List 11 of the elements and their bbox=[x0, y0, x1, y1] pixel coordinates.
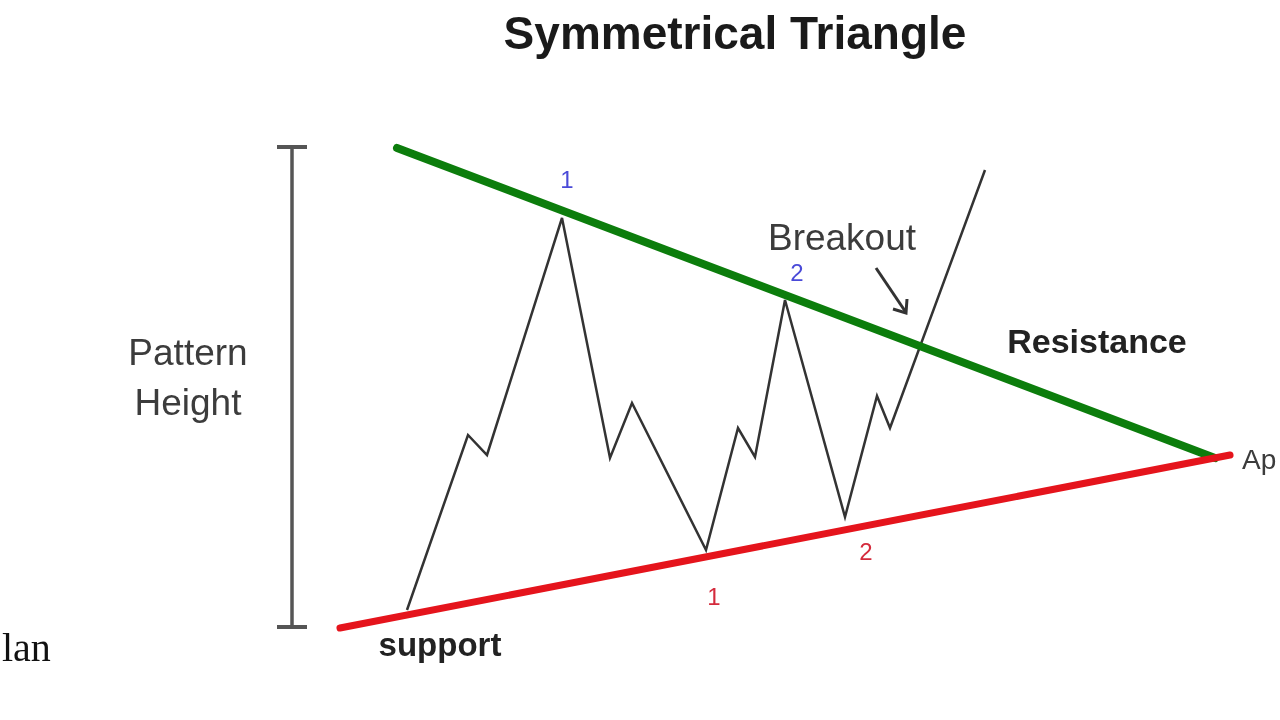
line-label: Resistance bbox=[1007, 323, 1187, 361]
peak-number: 2 bbox=[790, 261, 804, 285]
dimension-label: Pattern Height bbox=[127, 331, 249, 425]
breakout-label: Breakout bbox=[767, 217, 917, 259]
trough-number: 1 bbox=[707, 585, 721, 609]
apex-label: Ap bbox=[1242, 444, 1277, 476]
trough-number: 2 bbox=[859, 540, 873, 564]
chart-title: Symmetrical Triangle bbox=[503, 8, 967, 59]
peak-number: 1 bbox=[560, 168, 574, 192]
line-label: support bbox=[378, 626, 502, 664]
cropped-text: lan bbox=[2, 626, 51, 670]
